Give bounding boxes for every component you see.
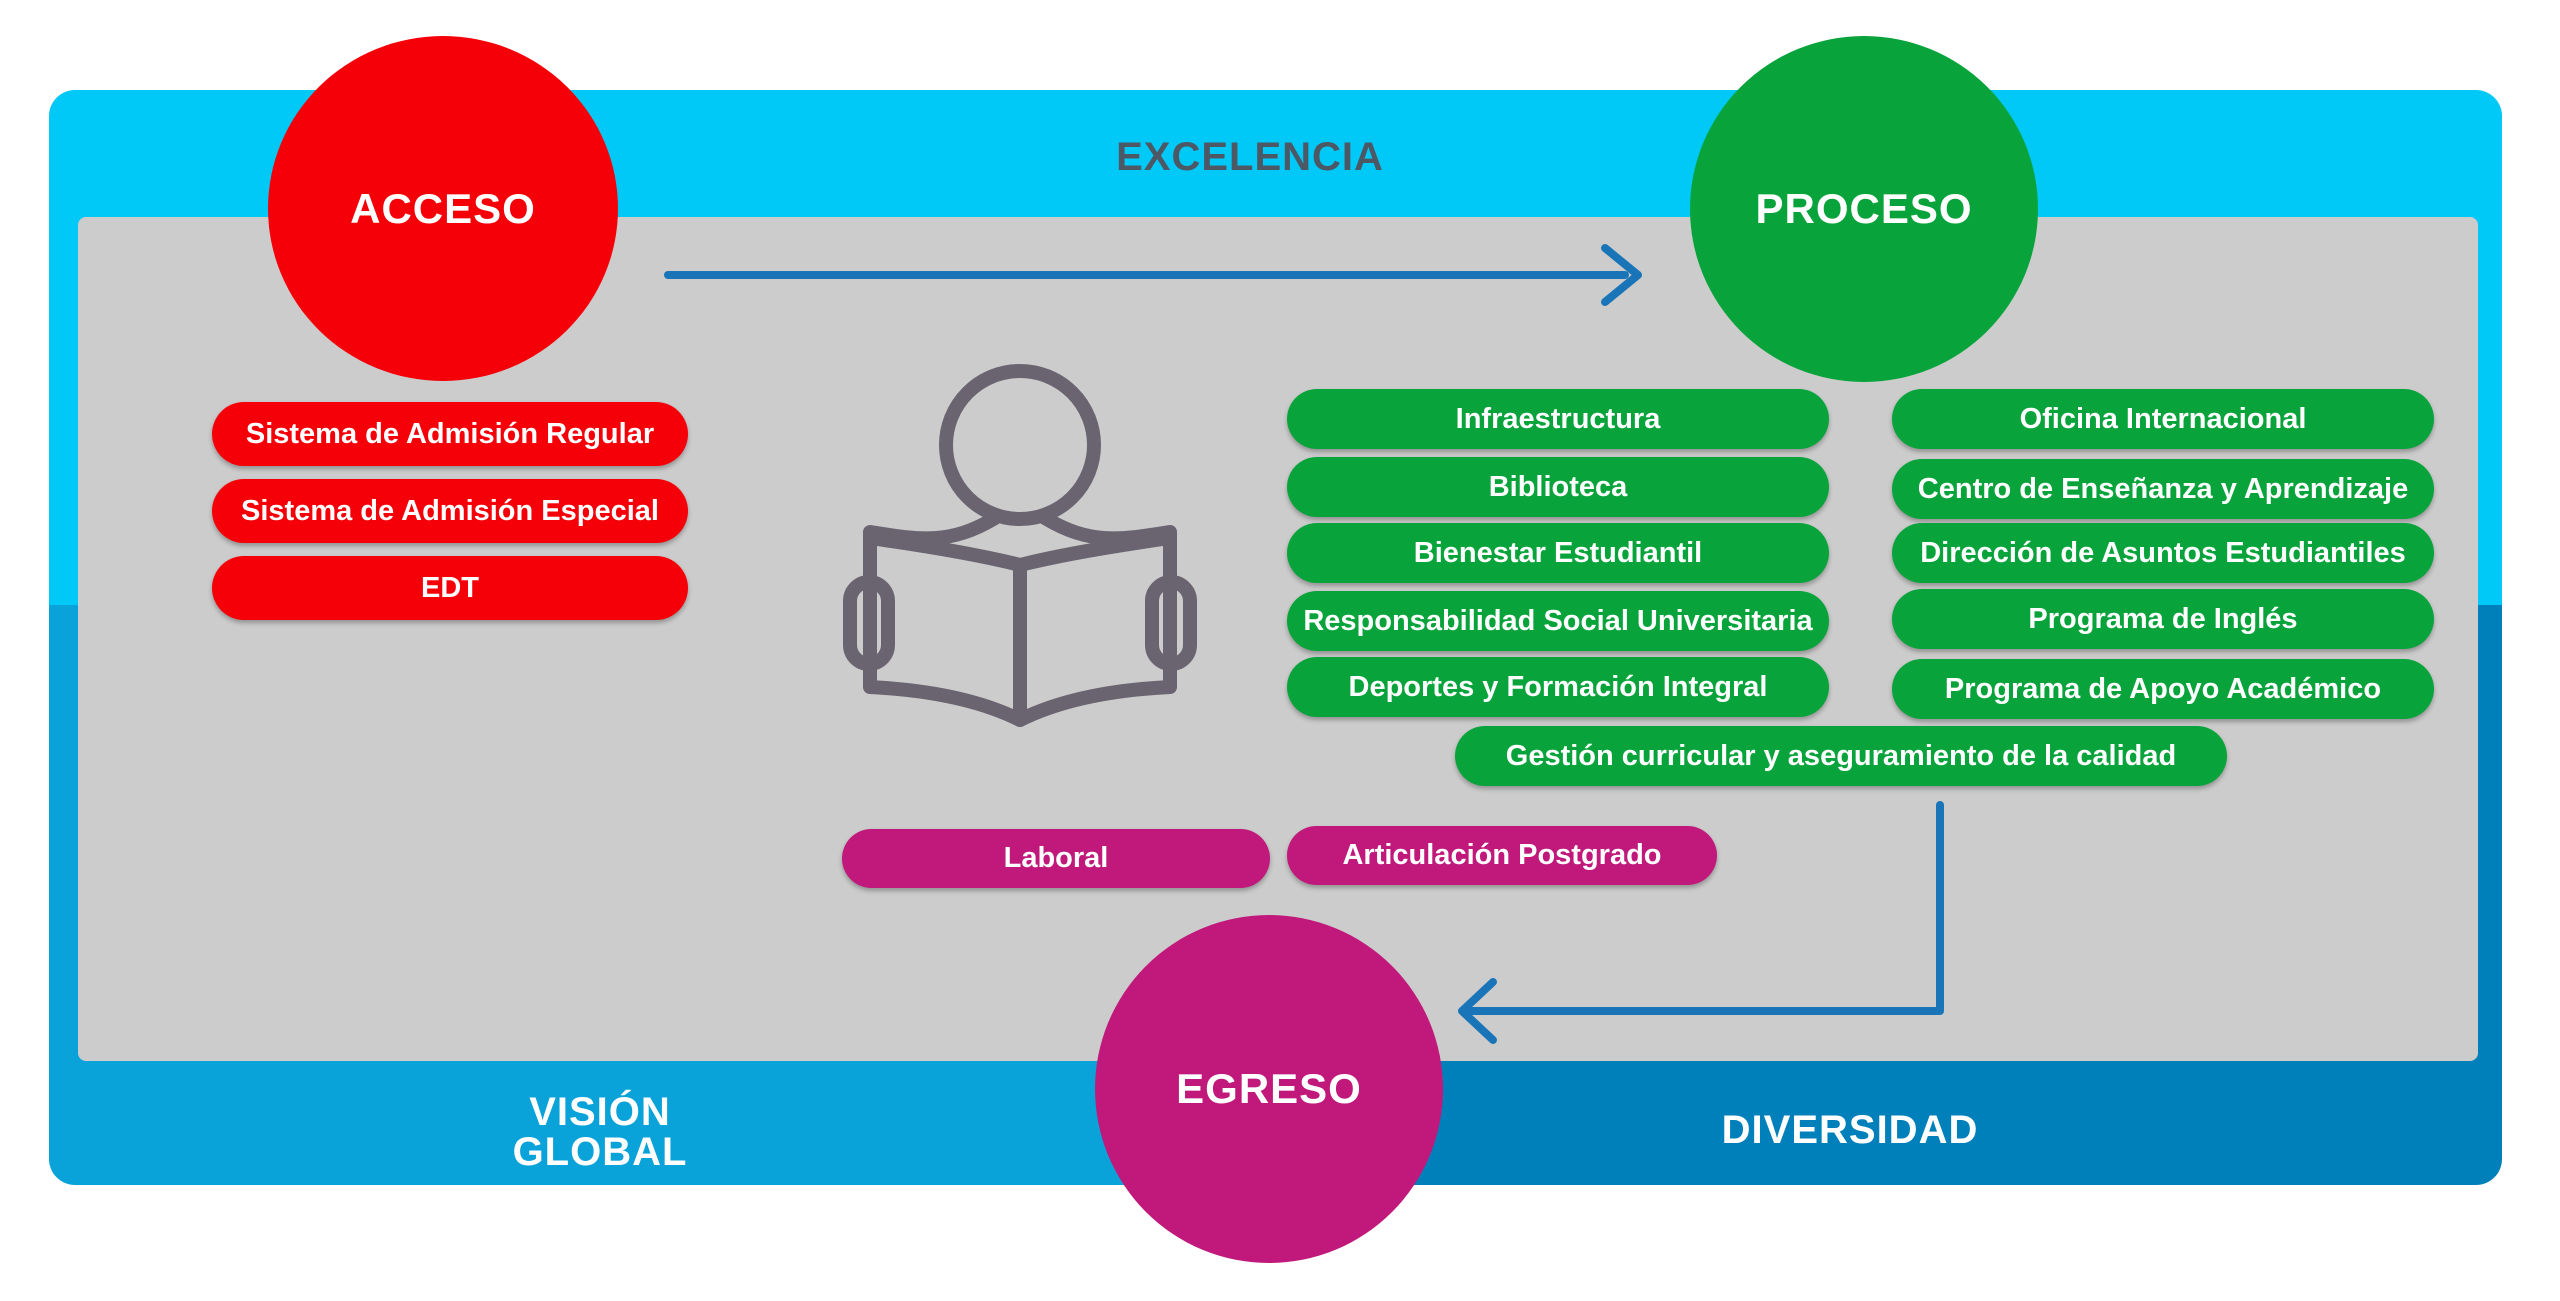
acceso-item-admision-especial: Sistema de Admisión Especial: [212, 479, 688, 543]
proceso-item-asuntos-estudiantiles: Dirección de Asuntos Estudiantiles: [1892, 523, 2434, 583]
stage-proceso-label: PROCESO: [1755, 185, 1973, 232]
egreso-item-articulacion-postgrado: Articulación Postgrado: [1287, 826, 1717, 885]
proceso-item-infraestructura: Infraestructura: [1287, 389, 1829, 449]
acceso-item-admision-regular: Sistema de Admisión Regular: [212, 402, 688, 466]
acceso-item-edt: EDT: [212, 556, 688, 620]
proceso-item-deportes: Deportes y Formación Integral: [1287, 657, 1829, 717]
egreso-item-laboral: Laboral: [842, 829, 1270, 888]
student-reading-book-icon: [843, 364, 1197, 727]
label-excelencia: EXCELENCIA: [1116, 135, 1384, 179]
proceso-item-gestion-curricular: Gestión curricular y aseguramiento de la…: [1455, 726, 2227, 786]
label-vision-global: VISIÓN GLOBAL: [440, 1092, 760, 1172]
stage-acceso-circle: ACCESO: [268, 36, 618, 381]
proceso-item-centro-ensenanza: Centro de Enseñanza y Aprendizaje: [1892, 459, 2434, 519]
proceso-item-bienestar: Bienestar Estudiantil: [1287, 523, 1829, 583]
label-vision-line1: VISIÓN: [529, 1090, 671, 1134]
proceso-item-oficina-internacional: Oficina Internacional: [1892, 389, 2434, 449]
label-vision-line2: GLOBAL: [512, 1130, 688, 1174]
stage-acceso-label: ACCESO: [350, 184, 536, 232]
stage-egreso-label: EGRESO: [1176, 1065, 1362, 1112]
proceso-item-biblioteca: Biblioteca: [1287, 457, 1829, 517]
stage-egreso-circle: EGRESO: [1095, 915, 1443, 1263]
proceso-item-programa-ingles: Programa de Inglés: [1892, 589, 2434, 649]
label-diversidad: DIVERSIDAD: [1721, 1108, 1979, 1152]
stage-proceso-circle: PROCESO: [1690, 36, 2038, 382]
proceso-item-apoyo-academico: Programa de Apoyo Académico: [1892, 659, 2434, 719]
proceso-item-responsabilidad-social: Responsabilidad Social Universitaria: [1287, 591, 1829, 651]
